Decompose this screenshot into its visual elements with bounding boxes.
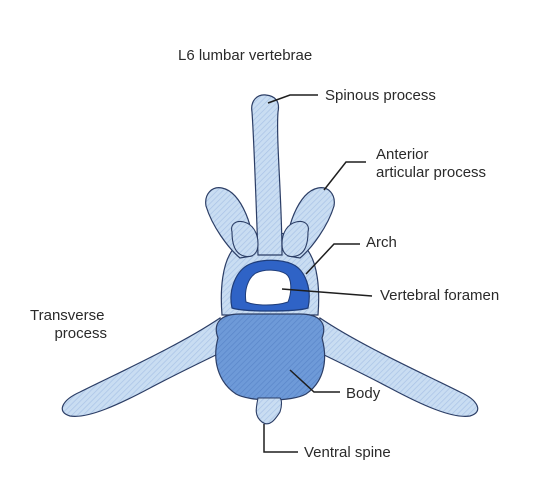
right-transverse-process xyxy=(313,316,479,417)
diagram-title: L6 lumbar vertebrae xyxy=(178,47,313,64)
left-transverse-process xyxy=(61,316,227,417)
leader-arch xyxy=(305,243,360,275)
label-vertebral-foramen: Vertebral foramen xyxy=(380,287,500,304)
vertebral-foramen xyxy=(245,269,292,306)
leader-lines xyxy=(263,94,373,453)
ventral-spine xyxy=(255,397,283,425)
label-spinous-process: Spinous process xyxy=(325,87,436,104)
vertebral-body xyxy=(215,313,326,401)
leader-ventral-spine xyxy=(263,424,298,453)
label-anterior-line2: articular process xyxy=(376,164,487,181)
leader-anterior-articular-process xyxy=(323,161,366,191)
leader-body xyxy=(289,369,340,393)
label-transverse-line1: Transverse xyxy=(30,307,105,324)
label-ventral-spine: Ventral spine xyxy=(304,444,391,461)
label-body: Body xyxy=(346,385,381,402)
label-arch: Arch xyxy=(366,234,397,251)
leader-spinous-process xyxy=(267,94,318,104)
label-anterior-line1: Anterior xyxy=(376,146,429,163)
spinous-process xyxy=(251,94,283,256)
leader-vertebral-foramen xyxy=(281,288,373,297)
label-transverse-line2: process xyxy=(54,325,107,342)
posterior-articular-facet-right xyxy=(281,220,309,258)
posterior-articular-facet-left xyxy=(231,220,259,258)
